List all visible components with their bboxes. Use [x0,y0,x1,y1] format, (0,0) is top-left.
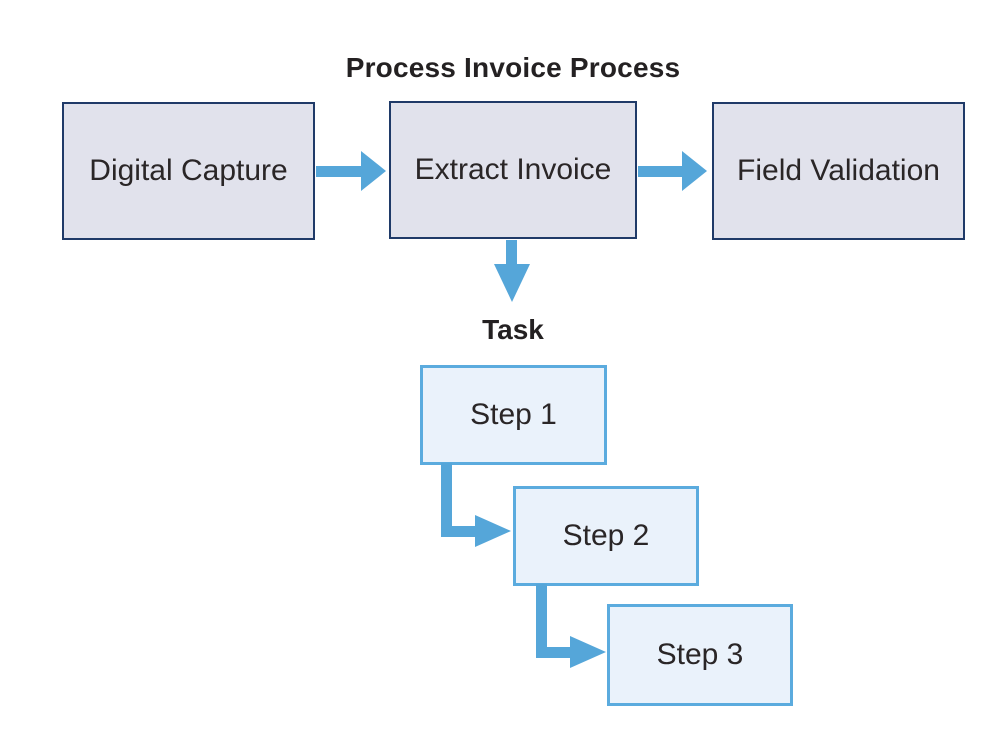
connector-line [536,647,570,658]
arrow-shaft [506,240,517,265]
process-box-digital-capture: Digital Capture [62,102,315,240]
arrow-right-icon [361,151,386,191]
connector-line [536,584,547,658]
arrow-right-icon [475,515,511,547]
process-box-extract-invoice: Extract Invoice [389,101,637,239]
step-box-label: Step 1 [470,398,557,431]
connector-line [441,463,452,537]
step-box-3: Step 3 [607,604,793,706]
process-box-field-validation: Field Validation [712,102,965,240]
process-box-label: Field Validation [737,154,940,187]
process-box-label: Digital Capture [89,154,288,187]
arrow-right-icon [570,636,606,668]
process-box-label: Extract Invoice [414,153,612,186]
arrow-right-icon [682,151,707,191]
connector-line [441,526,475,537]
step-box-1: Step 1 [420,365,607,465]
step-box-label: Step 3 [656,638,744,671]
arrow-shaft [638,166,682,177]
arrow-down-icon [494,264,530,302]
step-box-label: Step 2 [562,519,650,552]
step-box-2: Step 2 [513,486,699,586]
diagram-title: Process Invoice Process [345,52,681,83]
task-title: Task [482,314,544,345]
arrow-shaft [316,166,361,177]
